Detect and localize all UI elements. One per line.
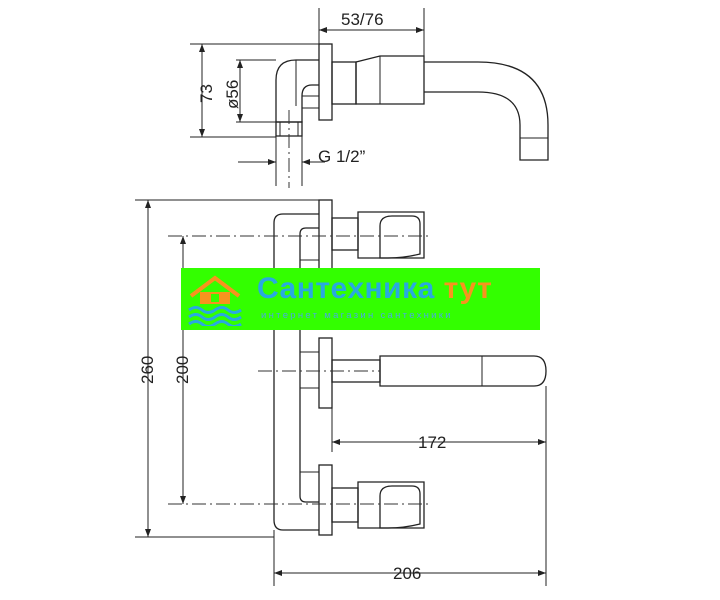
banner-title-part1: Сантехника — [257, 272, 435, 305]
dim-top-width: 53/76 — [341, 10, 384, 29]
dim-diameter: ø56 — [223, 80, 242, 109]
banner-title: Сантехника тут — [257, 272, 492, 306]
dim-spout-length: 172 — [418, 433, 446, 452]
banner-subtitle: интернет магазин сантехники — [261, 310, 453, 321]
dim-overall-height: 260 — [138, 356, 157, 384]
front-view — [135, 199, 547, 586]
dim-overall-length: 206 — [393, 564, 421, 583]
dim-center-distance: 200 — [173, 356, 192, 384]
house-with-waves-icon — [188, 275, 242, 326]
banner-title-part2: тут — [443, 272, 493, 305]
dim-thread: G 1/2” — [318, 147, 366, 166]
side-view — [190, 8, 549, 188]
dim-height-73: 73 — [197, 84, 216, 103]
watermark-banner: Сантехника тут интернет магазин сантехни… — [181, 268, 540, 330]
